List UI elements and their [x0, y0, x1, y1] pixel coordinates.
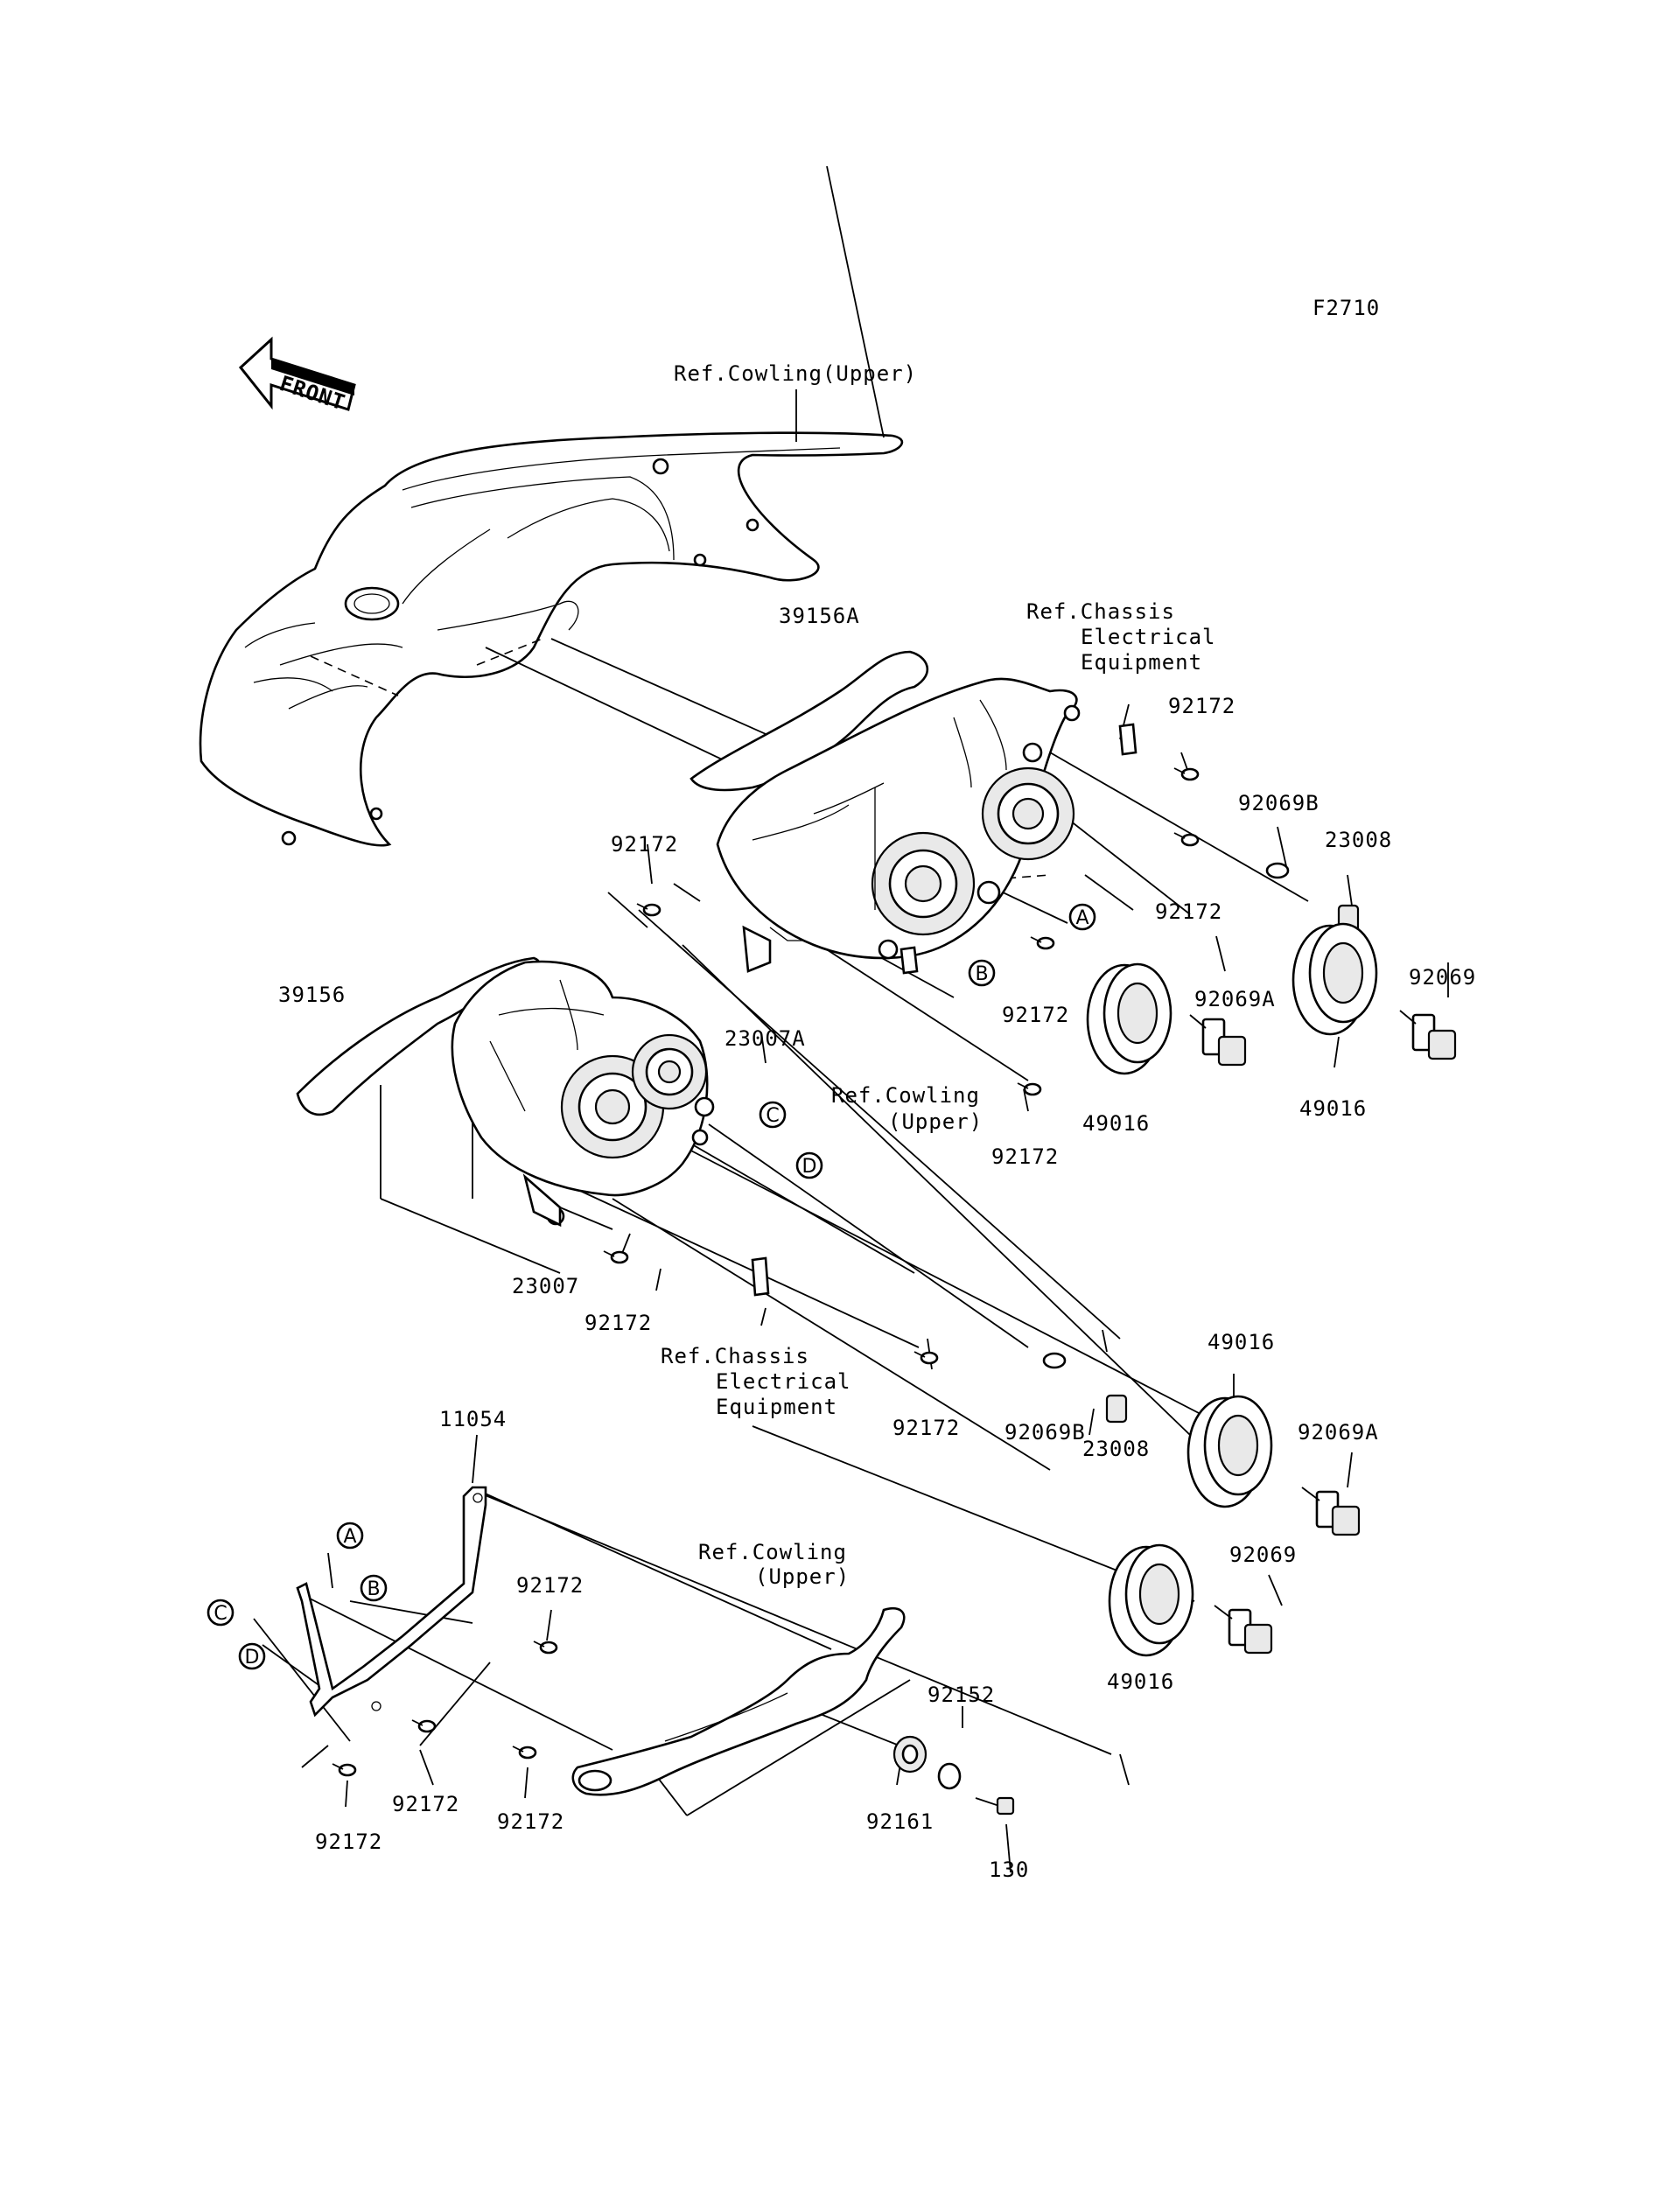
marker-b-icon: B: [360, 1574, 388, 1602]
label-39156: 39156: [278, 983, 346, 1007]
marker-c-icon: C: [759, 1101, 787, 1129]
label-92172: 92172: [584, 1311, 652, 1335]
label-92172: 92172: [516, 1573, 584, 1598]
label-92172: 92172: [392, 1792, 459, 1816]
marker-c-icon: C: [206, 1599, 234, 1627]
label-92172: 92172: [315, 1830, 382, 1854]
screw-92172-icon: [512, 1746, 537, 1760]
seal-39156A-part: [690, 650, 929, 792]
label-ref-chassis: Ref.Chassis: [661, 1344, 809, 1368]
bulb-92069A-icon: [1189, 1014, 1247, 1067]
bulb-92069-icon: [1399, 1010, 1457, 1060]
label-92172: 92172: [1155, 899, 1222, 924]
socket-23008-icon: [1105, 1394, 1128, 1424]
label-ref-chassis-3: Equipment: [1081, 650, 1202, 675]
stay-part: [571, 1606, 906, 1796]
svg-text:C: C: [766, 1105, 779, 1127]
label-92172: 92172: [991, 1144, 1059, 1169]
label-ref-cowling: Ref.Cowling: [831, 1083, 980, 1108]
label-ref-chassis-2: Electrical: [716, 1369, 851, 1394]
label-ref-cowling-2: (Upper): [888, 1109, 983, 1134]
svg-text:C: C: [214, 1603, 227, 1625]
screw-92172-icon: [603, 1250, 629, 1264]
cover-49016-part: [1108, 1543, 1194, 1657]
screw-92172-icon: [636, 903, 662, 917]
cover-49016-part: [1086, 962, 1172, 1075]
screw-92172-icon: [411, 1719, 437, 1733]
screw-92172-icon: [1173, 832, 1200, 847]
label-ref-cowling-2: (Upper): [755, 1564, 850, 1589]
bulb-92069-icon: [1214, 1605, 1273, 1655]
marker-a-icon: A: [1068, 903, 1096, 931]
label-23008: 23008: [1325, 828, 1392, 852]
label-92172: 92172: [1168, 694, 1236, 718]
bracket-11054-part: [296, 1486, 487, 1718]
label-ref-chassis: Ref.Chassis: [1026, 599, 1175, 624]
upper-cowling-part: [199, 431, 904, 847]
svg-text:A: A: [343, 1526, 356, 1548]
bulb-92069B-icon: [1042, 1352, 1067, 1369]
label-92172: 92172: [611, 832, 678, 857]
label-49016: 49016: [1107, 1669, 1174, 1694]
screw-92172-icon: [914, 1351, 939, 1365]
label-92069B: 92069B: [1238, 791, 1320, 815]
label-39156A: 39156A: [779, 604, 860, 628]
svg-text:D: D: [802, 1156, 817, 1178]
marker-d-icon: D: [238, 1642, 266, 1670]
svg-text:B: B: [367, 1578, 380, 1600]
screw-92172-icon: [533, 1641, 558, 1655]
collar-92152-icon: [937, 1762, 962, 1790]
headlight-upper-part: [716, 677, 1081, 973]
label-92069: 92069: [1229, 1543, 1297, 1567]
label-49016: 49016: [1299, 1096, 1367, 1121]
marker-b-icon: B: [968, 959, 996, 987]
screw-92172-icon: [1173, 767, 1200, 781]
label-ref-cowling-upper: Ref.Cowling(Upper): [674, 361, 917, 386]
label-92172: 92172: [892, 1416, 960, 1440]
clip-icon: [751, 1256, 770, 1297]
label-23007A: 23007A: [724, 1026, 806, 1051]
front-arrow-icon: FRONT: [238, 336, 356, 416]
label-ref-chassis-2: Electrical: [1081, 625, 1216, 649]
marker-d-icon: D: [795, 1151, 823, 1179]
label-92069A: 92069A: [1194, 987, 1276, 1011]
headlight-lower-part: [451, 960, 715, 1228]
cover-49016-part: [1186, 1395, 1273, 1508]
marker-a-icon: A: [336, 1522, 364, 1550]
grommet-92161-icon: [892, 1735, 928, 1774]
svg-text:B: B: [975, 963, 988, 985]
svg-text:D: D: [245, 1647, 260, 1669]
label-92172: 92172: [1002, 1003, 1069, 1027]
screw-92172-icon: [332, 1763, 357, 1777]
label-23008: 23008: [1082, 1437, 1150, 1461]
label-49016: 49016: [1082, 1111, 1150, 1136]
bulb-92069B-icon: [1265, 862, 1290, 879]
screw-92172-icon: [1017, 1082, 1042, 1096]
label-11054: 11054: [439, 1407, 507, 1431]
clip-icon: [900, 946, 919, 975]
bolt-130-icon: [975, 1796, 1015, 1816]
diagram-code: F2710: [1312, 296, 1380, 320]
label-92069B: 92069B: [1004, 1420, 1086, 1445]
label-92152: 92152: [928, 1683, 995, 1707]
label-23007: 23007: [512, 1274, 579, 1298]
label-92069A: 92069A: [1298, 1420, 1379, 1445]
label-130: 130: [989, 1858, 1029, 1882]
screw-92172-icon: [1030, 936, 1055, 950]
svg-text:A: A: [1075, 907, 1088, 929]
bulb-92069A-icon: [1301, 1487, 1361, 1536]
cover-49016-part: [1292, 922, 1378, 1036]
part-labels: Ref.Cowling(Upper) 39156A Ref.Chassis El…: [278, 361, 1476, 1882]
clip-icon: [1118, 723, 1138, 756]
label-49016: 49016: [1208, 1330, 1275, 1354]
label-92069: 92069: [1409, 965, 1476, 990]
label-ref-chassis-3: Equipment: [716, 1395, 837, 1419]
label-ref-cowling: Ref.Cowling: [698, 1540, 847, 1564]
label-92161: 92161: [866, 1809, 934, 1834]
label-92172: 92172: [497, 1809, 564, 1834]
